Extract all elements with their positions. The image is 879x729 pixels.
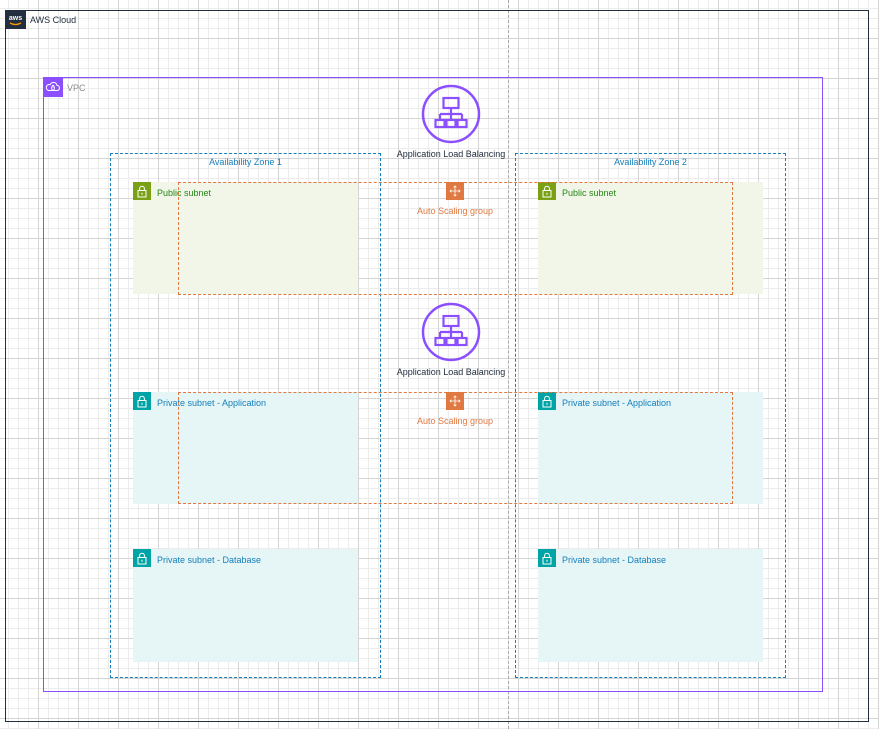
load-balancer-icon[interactable] — [421, 84, 481, 144]
page-center-guide — [508, 0, 509, 729]
public-subnet-az1[interactable] — [133, 182, 358, 294]
vpc-label: VPC — [67, 83, 86, 93]
vpc-cloud-icon — [43, 77, 63, 97]
public-subnet-az2-label: Public subnet — [562, 188, 617, 198]
availability-zone-1-label: Availability Zone 1 — [209, 157, 282, 167]
availability-zone-2-label: Availability Zone 2 — [614, 157, 687, 167]
aws-cloud-label: AWS Cloud — [30, 15, 77, 25]
lock-icon — [133, 392, 151, 410]
public-subnet-az1-label: Public subnet — [157, 188, 212, 198]
private-app-subnet-az2-label: Private subnet - Application — [562, 398, 672, 408]
auto-scaling-icon — [446, 182, 464, 200]
private-app-subnet-az1[interactable] — [133, 392, 358, 504]
private-app-subnet-az1-label: Private subnet - Application — [157, 398, 267, 408]
availability-zone-1[interactable] — [110, 153, 381, 678]
load-balancer-icon[interactable] — [421, 302, 481, 362]
lock-icon — [538, 392, 556, 410]
auto-scaling-group-application-label: Auto Scaling group — [416, 416, 494, 426]
aws-cloud-group[interactable] — [5, 10, 869, 722]
availability-zone-2[interactable] — [515, 153, 786, 678]
private-db-subnet-az2-label: Private subnet - Database — [562, 555, 667, 565]
load-balancer-label: Application Load Balancing — [396, 149, 506, 159]
lock-icon — [538, 549, 556, 567]
lock-icon — [133, 549, 151, 567]
lock-icon — [538, 182, 556, 200]
auto-scaling-icon — [446, 392, 464, 410]
vpc-group[interactable] — [43, 77, 823, 692]
private-db-subnet-az2[interactable] — [538, 549, 763, 662]
private-db-subnet-az1[interactable] — [133, 549, 358, 662]
load-balancer-label: Application Load Balancing — [396, 367, 506, 377]
private-db-subnet-az1-label: Private subnet - Database — [157, 555, 262, 565]
lock-icon — [133, 182, 151, 200]
auto-scaling-group-public-label: Auto Scaling group — [416, 206, 494, 216]
public-subnet-az2[interactable] — [538, 182, 763, 294]
private-app-subnet-az2[interactable] — [538, 392, 763, 504]
aws-logo-icon: aws — [5, 10, 26, 29]
